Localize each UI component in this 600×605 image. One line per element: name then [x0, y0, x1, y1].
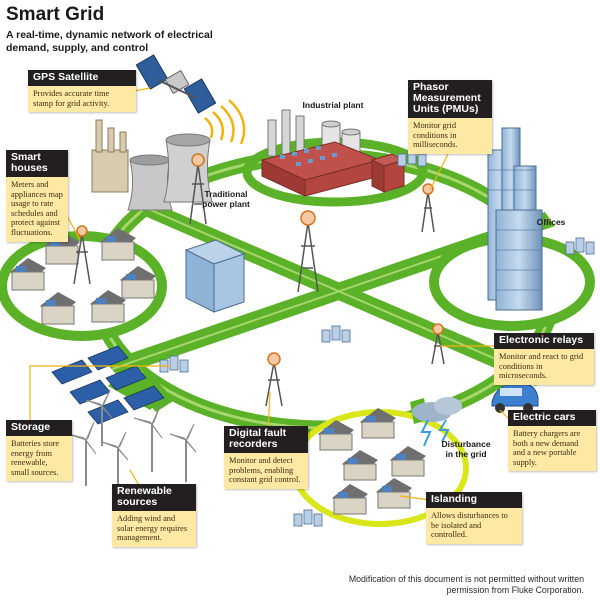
callout-title: Storage	[6, 420, 72, 436]
storm-cloud-icon	[412, 397, 462, 447]
electric-car	[491, 383, 539, 413]
office-tower	[487, 127, 543, 311]
callout-digital-fault-recorders: Digital fault recorders Monitor and dete…	[224, 426, 308, 489]
callout-text: Allows disturbances to be isolated and c…	[426, 508, 522, 544]
callout-pmu: Phasor Measurement Units (PMUs) Monitor …	[408, 80, 492, 154]
page-subtitle: A real-time, dynamic network of electric…	[6, 29, 213, 54]
wind-turbines	[67, 389, 197, 490]
page-title: Smart Grid	[6, 4, 105, 25]
transmission-towers	[73, 153, 445, 407]
callout-title: Digital fault recorders	[224, 426, 308, 453]
callout-text: Battery chargers are both a new demand a…	[508, 426, 596, 472]
label-traditional-power-plant: Traditional power plant	[202, 189, 250, 209]
callout-text: Provides accurate time stamp for grid ac…	[28, 86, 136, 113]
label-offices: Offices	[536, 217, 566, 227]
callout-text: Batteries store energy from renewable, s…	[6, 436, 72, 482]
callout-islanding: Islanding Allows disturbances to be isol…	[426, 492, 522, 544]
callout-smart-houses: Smart houses Meters and appliances map u…	[6, 150, 68, 242]
callout-renewable-sources: Renewable sources Adding wind and solar …	[112, 484, 196, 547]
smart-houses-group	[10, 228, 156, 325]
callout-electronic-relays: Electronic relays Monitor and react to g…	[494, 333, 594, 385]
label-disturbance: Disturbance in the grid	[441, 439, 491, 459]
callout-text: Monitor and detect problems, enabling co…	[224, 453, 308, 489]
gps-signal-arcs	[204, 99, 246, 145]
industrial-plant	[260, 109, 406, 197]
copyright-notice: Modification of this document is not per…	[348, 574, 584, 595]
callout-title: Islanding	[426, 492, 522, 508]
callout-title: GPS Satellite	[28, 70, 136, 86]
callout-text: Monitor and react to grid conditions in …	[494, 349, 594, 385]
callout-title: Renewable sources	[112, 484, 196, 511]
callout-title: Electronic relays	[494, 333, 594, 349]
callout-title: Smart houses	[6, 150, 68, 177]
apartment-building	[184, 239, 246, 313]
solar-panels	[51, 345, 165, 425]
callout-text: Meters and appliances map usage to rate …	[6, 177, 68, 242]
callout-storage: Storage Batteries store energy from rene…	[6, 420, 72, 482]
gps-satellite	[135, 54, 217, 114]
callout-title: Electric cars	[508, 410, 596, 426]
label-industrial-plant: Industrial plant	[302, 100, 364, 110]
callout-gps-satellite: GPS Satellite Provides accurate time sta…	[28, 70, 136, 113]
callout-title: Phasor Measurement Units (PMUs)	[408, 80, 492, 118]
callout-text: Monitor grid conditions in milliseconds.	[408, 118, 492, 154]
callout-electric-cars: Electric cars Battery chargers are both …	[508, 410, 596, 472]
callout-text: Adding wind and solar energy requires ma…	[112, 511, 196, 547]
